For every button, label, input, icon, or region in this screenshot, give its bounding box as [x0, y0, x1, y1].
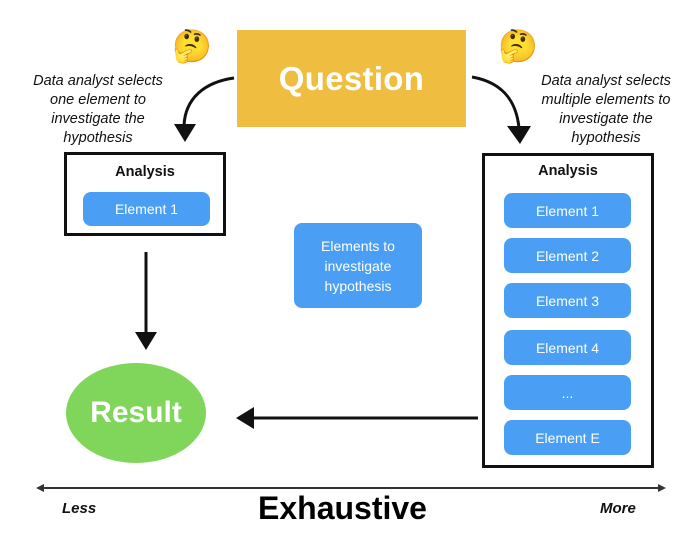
analysis-element: Element 2 — [504, 238, 631, 273]
analysis-title: Analysis — [538, 163, 598, 179]
analysis-title: Analysis — [115, 164, 175, 180]
legend-line: Elements to — [321, 237, 395, 254]
legend-line: hypothesis — [324, 277, 392, 294]
elements-legend-box: Elements to investigate hypothesis — [294, 223, 422, 308]
arrowhead-left-analysis — [174, 124, 196, 142]
caption-line: Data analyst selects — [541, 73, 671, 89]
scale-right-label: More — [600, 500, 636, 517]
caption-line: hypothesis — [63, 130, 133, 146]
thinking-face-icon: 🤔 — [498, 28, 538, 64]
question-box: Question — [237, 30, 466, 127]
right-branch-caption: Data analyst selects multiple elements t… — [526, 72, 686, 148]
caption-line: multiple elements to — [541, 92, 671, 108]
caption-line: investigate the — [559, 111, 653, 127]
analysis-element: Element 3 — [504, 283, 631, 318]
scale-title: Exhaustive — [258, 490, 427, 526]
scale-arrowhead-right — [658, 484, 666, 492]
result-label: Result — [90, 396, 182, 429]
arrowhead-right-analysis — [507, 126, 531, 144]
caption-line: hypothesis — [571, 130, 641, 146]
scale-left-label: Less — [62, 500, 97, 517]
caption-line: one element to — [50, 92, 146, 108]
arrow-question-to-right-analysis — [471, 75, 521, 129]
arrow-question-to-left-analysis — [182, 76, 235, 127]
arrowhead-result-down — [135, 332, 157, 350]
result-ellipse: Result — [66, 363, 206, 463]
question-label: Question — [278, 59, 425, 97]
analysis-element: Element E — [504, 420, 631, 455]
arrowhead-result-left — [236, 407, 254, 429]
analysis-element-ellipsis: ... — [504, 375, 631, 410]
left-analysis-box: Analysis Element 1 — [64, 152, 226, 236]
caption-line: investigate the — [51, 111, 145, 127]
right-analysis-box: Analysis Element 1 Element 2 Element 3 E… — [482, 153, 654, 468]
thinking-face-icon: 🤔 — [172, 28, 212, 64]
legend-line: investigate — [324, 257, 392, 274]
analysis-element: Element 1 — [83, 192, 210, 226]
analysis-element: Element 1 — [504, 193, 631, 228]
left-branch-caption: Data analyst selects one element to inve… — [18, 72, 178, 148]
caption-line: Data analyst selects — [33, 73, 163, 89]
scale-arrowhead-left — [36, 484, 44, 492]
analysis-element: Element 4 — [504, 330, 631, 365]
